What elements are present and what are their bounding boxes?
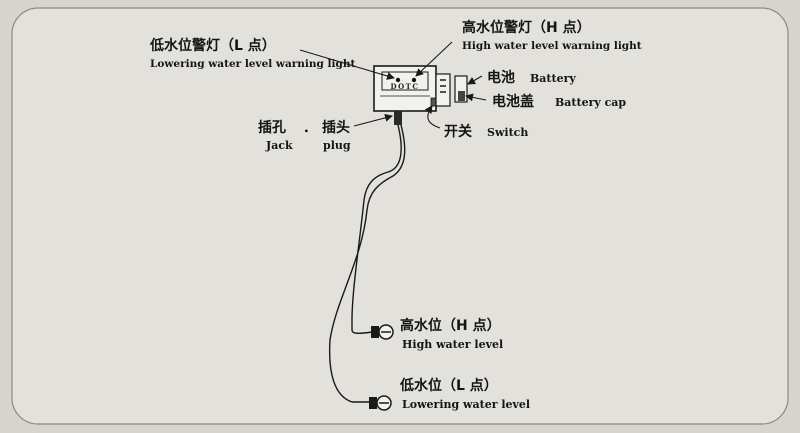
high-warning-light-icon: [411, 77, 417, 83]
arrow-jack: [353, 113, 393, 127]
switch-label-en: Switch: [487, 126, 528, 139]
cable-low-level: [328, 124, 406, 403]
arrow-switch: [424, 105, 441, 129]
plug-label-en: plug: [323, 139, 351, 152]
high-light-label-en: High water level warning light: [462, 40, 642, 52]
battery-label-cn: 电池: [487, 69, 515, 86]
alarm-device: DOTC: [373, 65, 468, 125]
jack-label-cn: 插孔: [258, 119, 286, 136]
arrow-battery: [467, 75, 483, 85]
high-level-label-cn: 高水位（H 点）: [400, 317, 501, 334]
low-light-label-cn: 低水位警灯（L 点）: [149, 37, 276, 54]
battery-cap-label-en: Battery cap: [555, 96, 626, 109]
battery-compartment: [435, 73, 451, 107]
battery-label-en: Battery: [530, 72, 576, 85]
battery-cap-icon: [458, 91, 465, 101]
diagram-panel: [11, 7, 789, 425]
jack-label-en: Jack: [265, 139, 293, 152]
low-light-label-en: Lowering water level warning light: [150, 58, 355, 70]
jack-plug-icon: [394, 111, 402, 125]
switch-label-cn: 开关: [444, 123, 472, 140]
arrow-low-light: [299, 49, 395, 80]
arrow-high-light: [415, 41, 453, 77]
low-level-label-en: Lowering water level: [402, 398, 530, 411]
high-water-level-sensor: [371, 324, 394, 340]
high-light-label-cn: 高水位警灯（H 点）: [462, 19, 591, 36]
high-level-label-en: High water level: [402, 338, 503, 351]
leader-lines: [299, 41, 487, 129]
low-warning-light-icon: [395, 77, 401, 83]
cable-high-level: [351, 124, 402, 335]
arrow-battery-cap: [465, 93, 487, 102]
cables: [328, 124, 406, 403]
plug-label-cn: 插头: [322, 119, 350, 136]
low-water-level-sensor: [369, 395, 392, 411]
low-level-label-cn: 低水位（L 点）: [399, 377, 498, 394]
battery-cap-label-cn: 电池盖: [492, 93, 534, 110]
device-brand: DOTC: [391, 82, 420, 91]
jack-plug-separator: ．: [303, 120, 317, 136]
